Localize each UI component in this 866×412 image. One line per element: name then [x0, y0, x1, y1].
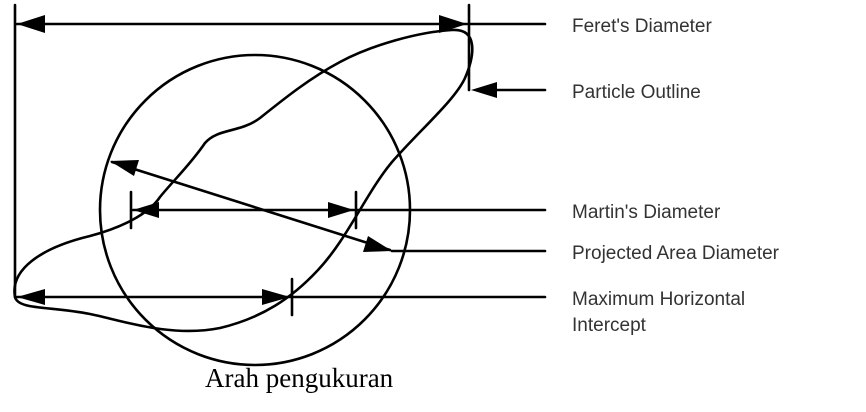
- martin-arrow-right: [328, 202, 354, 218]
- max-horizontal-intercept-label-line1: Maximum Horizontal: [572, 289, 745, 310]
- feret-diameter: [13, 3, 547, 299]
- diagram-caption: Arah pengukuran: [205, 363, 394, 393]
- particle-outline-label: Particle Outline: [572, 82, 701, 103]
- martin-diameter: [129, 190, 547, 230]
- feret-arrow-left: [17, 15, 45, 33]
- particle-outline: [13, 28, 474, 333]
- maximum-horizontal-intercept: [15, 277, 547, 317]
- projected-area-diameter: [110, 160, 547, 253]
- projected-diagonal: [110, 160, 392, 252]
- intercept-arrow-left: [17, 289, 45, 305]
- intercept-arrow-right: [262, 289, 290, 305]
- outline-pointer: [471, 82, 547, 98]
- martin-diameter-label: Martin's Diameter: [572, 202, 721, 223]
- projected-arrow-end: [363, 236, 392, 252]
- feret-diameter-label: Feret's Diameter: [572, 16, 713, 37]
- projected-arrow-start: [110, 160, 139, 176]
- projected-area-diameter-label: Projected Area Diameter: [572, 243, 780, 264]
- martin-arrow-left: [133, 202, 159, 218]
- feret-arrow-right: [439, 15, 467, 33]
- max-horizontal-intercept-label-line2: Intercept: [572, 315, 647, 336]
- outline-arrowhead: [471, 82, 497, 98]
